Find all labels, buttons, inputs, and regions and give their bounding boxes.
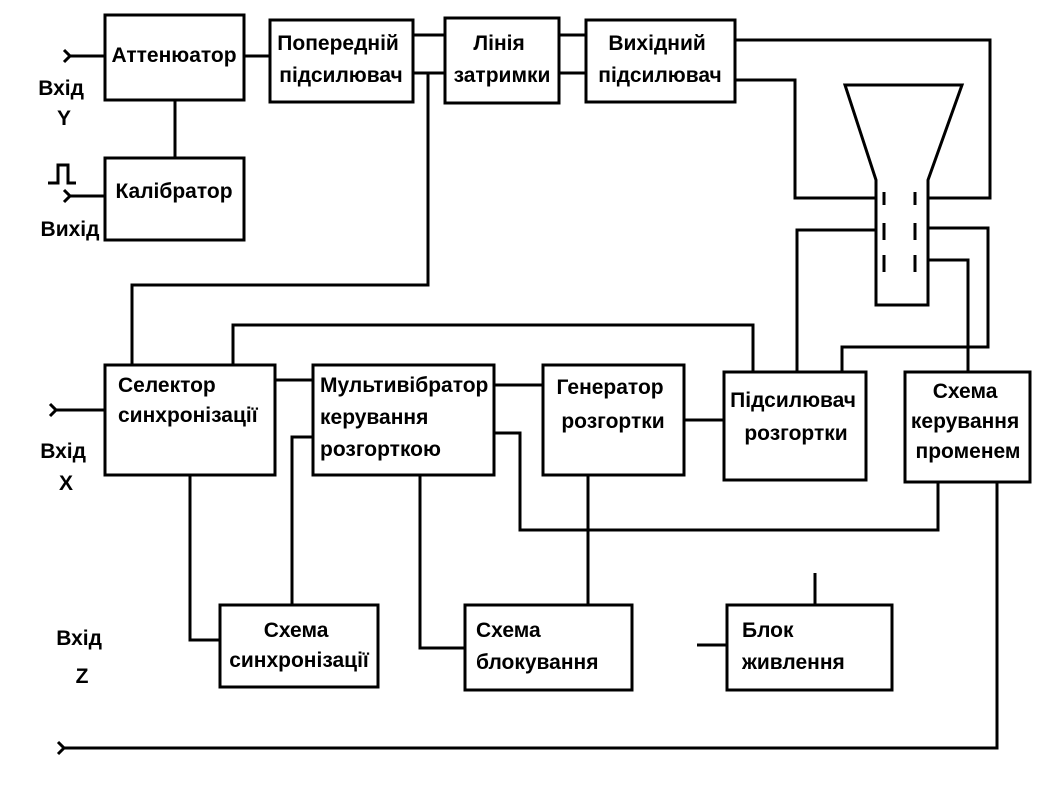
label-blocking-circuit: Схема блокування: [476, 619, 598, 674]
wire-beam-multivibrator-loop: [494, 431, 940, 532]
block-sync-selector: [103, 363, 277, 477]
blocks: [103, 13, 1032, 692]
wire-multivibrator-blocking: [418, 475, 465, 650]
block-power-supply: [725, 603, 894, 692]
block-attenuator: [103, 13, 246, 102]
block-sweep-multivibrator: [311, 363, 496, 477]
label-sweep-multivibrator: Мультивібратор керування розгорткою: [320, 374, 494, 461]
label-calibrator: Калібратор: [115, 180, 232, 203]
label-input-x: Вхід X: [40, 440, 92, 495]
wire-input-x: [48, 402, 105, 418]
wire-input-z: [56, 482, 999, 756]
label-input-z: Вхід Z: [56, 627, 108, 688]
block-sync-circuit: [218, 603, 380, 689]
wire-output-plate-right: [735, 38, 992, 200]
label-sync-circuit: Схема синхронізації: [229, 619, 370, 672]
crt-screen-funnel: [842, 83, 965, 307]
label-preamp: Попередній підсилювач: [277, 32, 404, 87]
label-power-supply: Блок живлення: [741, 619, 845, 674]
block-delay-line: [443, 16, 561, 105]
label-sync-selector: Селектор синхронізації: [118, 374, 259, 427]
block-output-amp: [584, 18, 737, 104]
wire-preamp-sync-selector: [130, 73, 430, 365]
block-sweep-amplifier: [722, 370, 868, 482]
wire-sweepamp-plate-left: [795, 228, 876, 372]
io-labels: Вхід Y Вихід Вхід X Вхід Z: [38, 77, 108, 688]
wire-sweepamp-plate-right: [840, 226, 990, 372]
wire-input-y: [62, 48, 105, 64]
connection-lines: [48, 33, 999, 756]
wire-output-plate-left: [735, 78, 876, 200]
label-output-amp: Вихідний підсилювач: [598, 32, 721, 87]
wire-sync-top-loop: [231, 323, 755, 372]
block-preamp: [268, 18, 415, 104]
crt-tube: [842, 83, 965, 307]
wire-sync-circuit-multivibrator: [290, 435, 313, 605]
label-sweep-amplifier: Підсилювач розгортки: [730, 389, 862, 445]
block-blocking-circuit: [463, 603, 634, 692]
label-input-y: Вхід Y: [38, 77, 90, 130]
label-sweep-generator: Генератор розгортки: [557, 376, 670, 433]
label-output-cal: Вихід: [41, 218, 100, 241]
pulse-icon: [48, 163, 76, 185]
block-labels: Аттенюатор Попередній підсилювач Лінія з…: [111, 32, 1025, 674]
label-beam-control: Схема керування променем: [911, 380, 1025, 463]
wire-beam-grid: [928, 258, 970, 372]
wire-calibrator-output: [62, 188, 105, 204]
label-delay-line: Лінія затримки: [454, 32, 551, 87]
wire-selector-sync-circuit: [188, 475, 220, 642]
block-beam-control: [903, 370, 1032, 484]
block-calibrator: [103, 156, 246, 242]
block-sweep-generator: [541, 363, 686, 477]
label-attenuator: Аттенюатор: [111, 44, 236, 67]
